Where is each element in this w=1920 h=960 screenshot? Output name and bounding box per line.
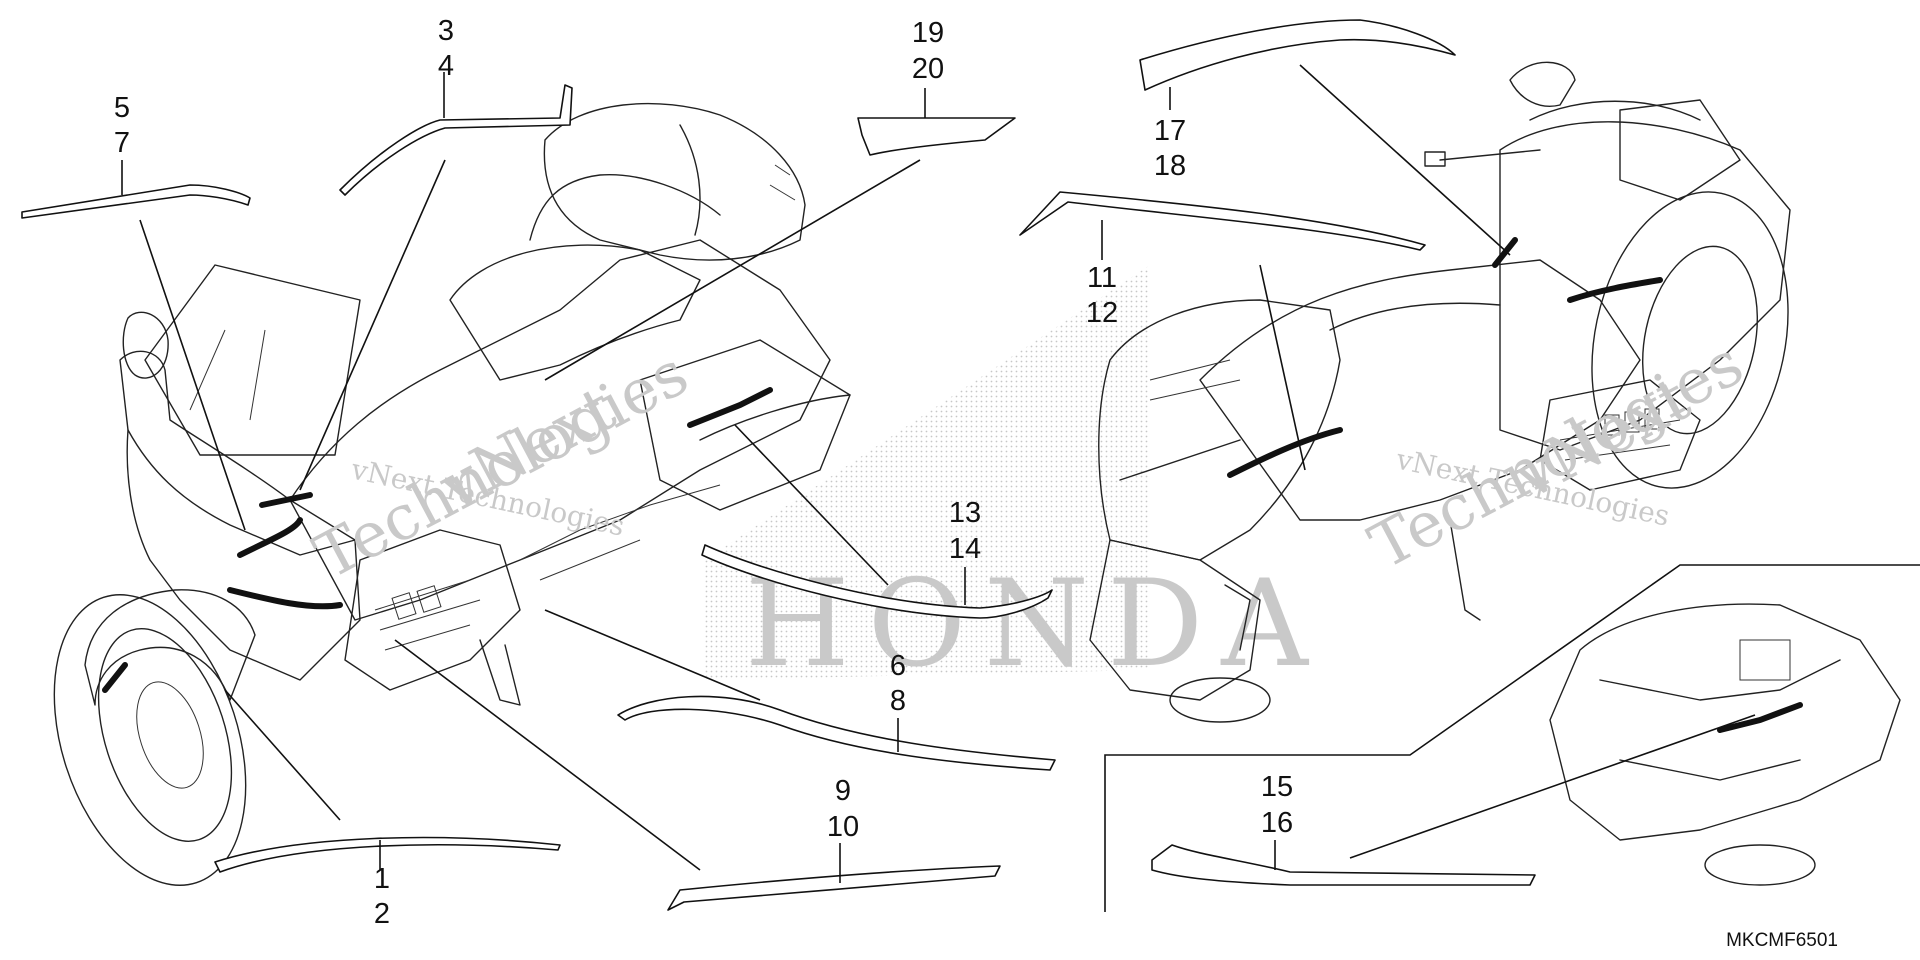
callout-3-bottom: 4 bbox=[438, 50, 454, 82]
callout-6-bottom: 8 bbox=[890, 685, 906, 717]
decal-strips bbox=[21, 19, 1536, 911]
decal-17-18 bbox=[1139, 19, 1456, 91]
decal-15-16 bbox=[1151, 844, 1536, 886]
callout-19-bottom: 20 bbox=[912, 53, 944, 85]
callout-19-top: 19 bbox=[912, 17, 944, 49]
callout-17-top: 17 bbox=[1154, 115, 1186, 147]
callout-1-top: 1 bbox=[374, 863, 390, 895]
callout-3-top: 3 bbox=[438, 15, 454, 47]
vnext-watermark-left: vNext Technologies vNext Technologies bbox=[303, 336, 700, 593]
vnext-watermark-right: vNext Technologies vNext Technologies bbox=[1358, 326, 1755, 583]
decal-5-7 bbox=[21, 184, 251, 219]
callout-15-top: 15 bbox=[1261, 771, 1293, 803]
honda-watermark-text: HONDA bbox=[745, 555, 1326, 694]
callout-15-bottom: 16 bbox=[1261, 807, 1293, 839]
motorcycle-right-view bbox=[1089, 61, 1791, 723]
decal-19-20 bbox=[857, 117, 1016, 156]
callout-numbers: 1 2 3 4 5 7 6 8 9 10 11 12 13 14 15 16 1… bbox=[114, 15, 1293, 930]
honda-watermark: HONDA bbox=[705, 265, 1326, 694]
callout-11-bottom: 12 bbox=[1086, 297, 1118, 329]
decal-1-2 bbox=[214, 836, 561, 873]
callout-13-bottom: 14 bbox=[949, 533, 981, 565]
callout-5-bottom: 7 bbox=[114, 127, 130, 159]
callout-1-bottom: 2 bbox=[374, 898, 390, 930]
motorcycle-left-view bbox=[53, 102, 851, 886]
callout-17-bottom: 18 bbox=[1154, 150, 1186, 182]
decal-3-4 bbox=[339, 84, 573, 196]
decal-9-10 bbox=[667, 865, 1001, 911]
diagram-code: MKCMF6501 bbox=[1726, 930, 1838, 951]
callout-11-top: 11 bbox=[1087, 262, 1117, 294]
callout-9-bottom: 10 bbox=[827, 811, 859, 843]
callout-9-top: 9 bbox=[835, 775, 851, 807]
decal-13-14 bbox=[701, 544, 1053, 619]
callout-5-top: 5 bbox=[114, 92, 130, 124]
inset-saddlebag bbox=[1104, 564, 1920, 912]
leader-lines bbox=[121, 64, 1756, 883]
decal-6-8 bbox=[617, 695, 1056, 771]
callout-13-top: 13 bbox=[949, 497, 981, 529]
callout-6-top: 6 bbox=[890, 650, 906, 682]
decal-11-12 bbox=[1019, 191, 1426, 251]
